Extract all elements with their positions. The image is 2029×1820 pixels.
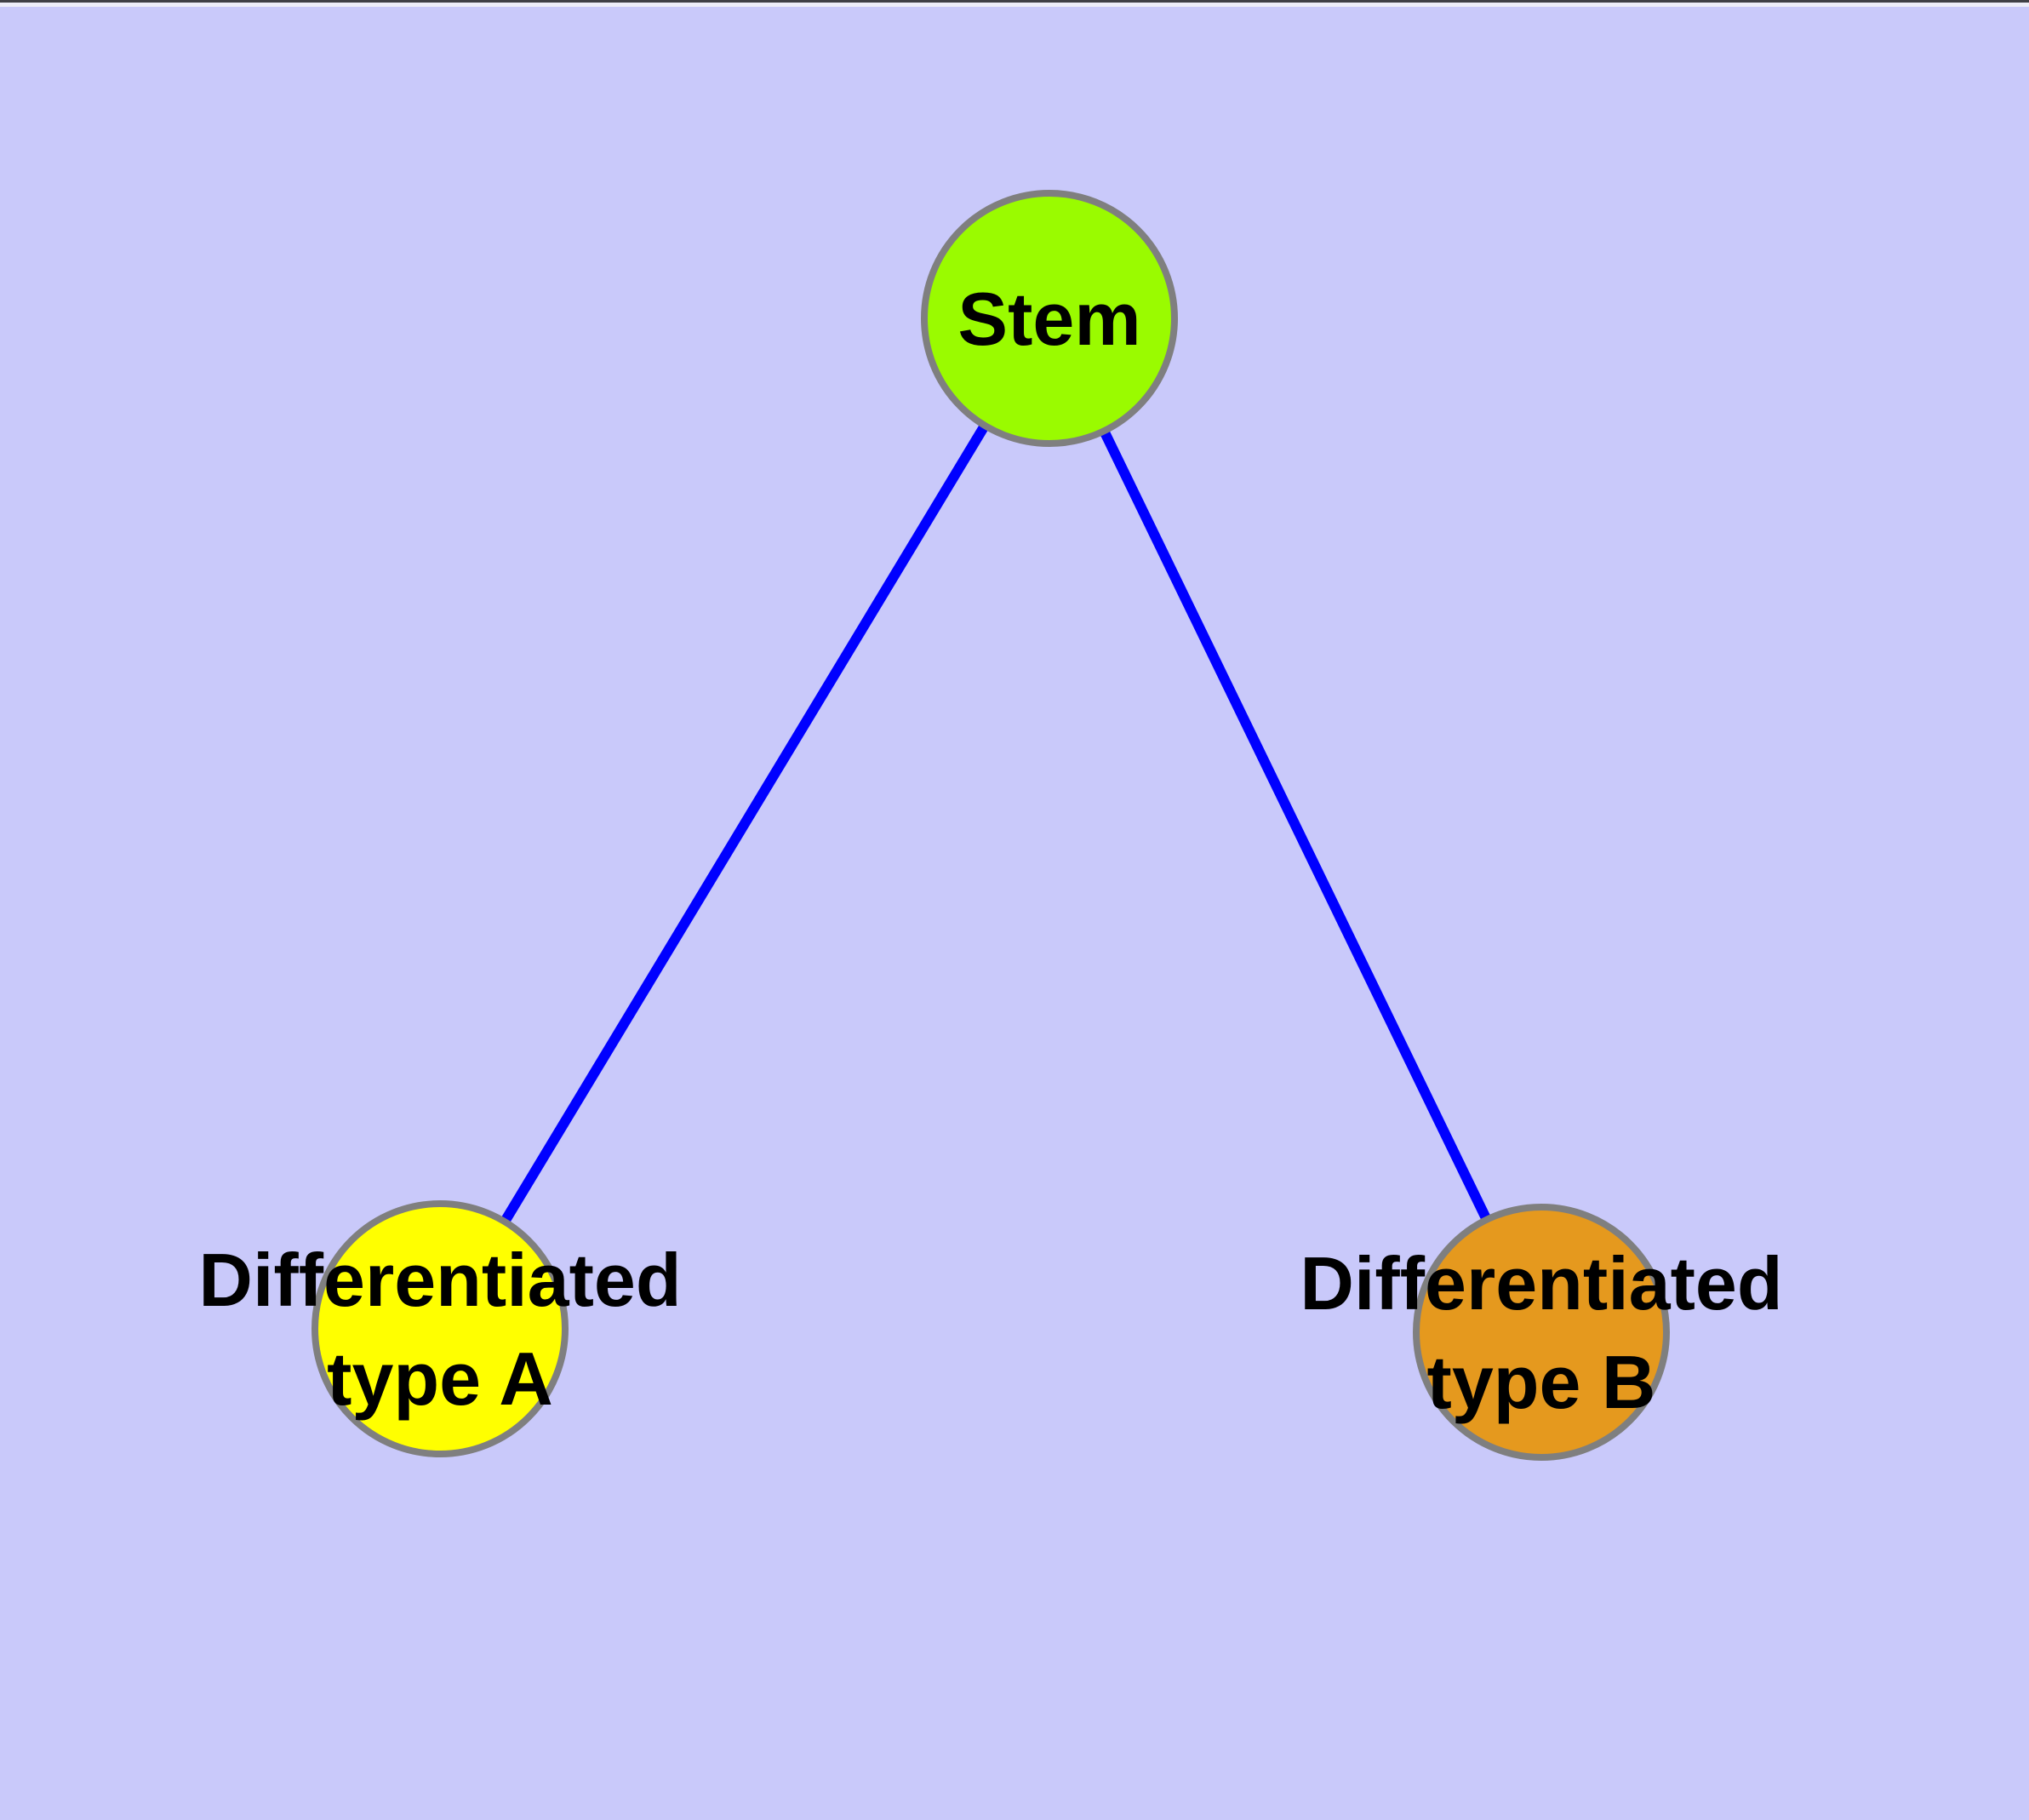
top-edge-strip-2 — [0, 3, 2029, 7]
edge-stem-to-differentiated-type-b — [1044, 316, 1546, 1335]
node-label-stem: Stem — [957, 277, 1140, 361]
node-label-differentiated-type-b: Differentiated type B — [1300, 1241, 1782, 1424]
node-stem — [921, 190, 1178, 447]
node-label-line: type A — [327, 1336, 553, 1421]
edge-stem-to-differentiated-type-a — [435, 315, 1055, 1332]
node-label-line: Differentiated — [1300, 1241, 1782, 1325]
node-differentiated-type-b — [1413, 1204, 1670, 1461]
node-label-line: Stem — [957, 277, 1140, 361]
node-label-line: Differentiated — [198, 1238, 681, 1322]
node-label-line: type B — [1427, 1340, 1656, 1424]
node-differentiated-type-a — [311, 1200, 569, 1457]
top-edge-strip-1 — [0, 0, 2029, 3]
node-label-differentiated-type-a: Differentiated type A — [198, 1238, 681, 1421]
